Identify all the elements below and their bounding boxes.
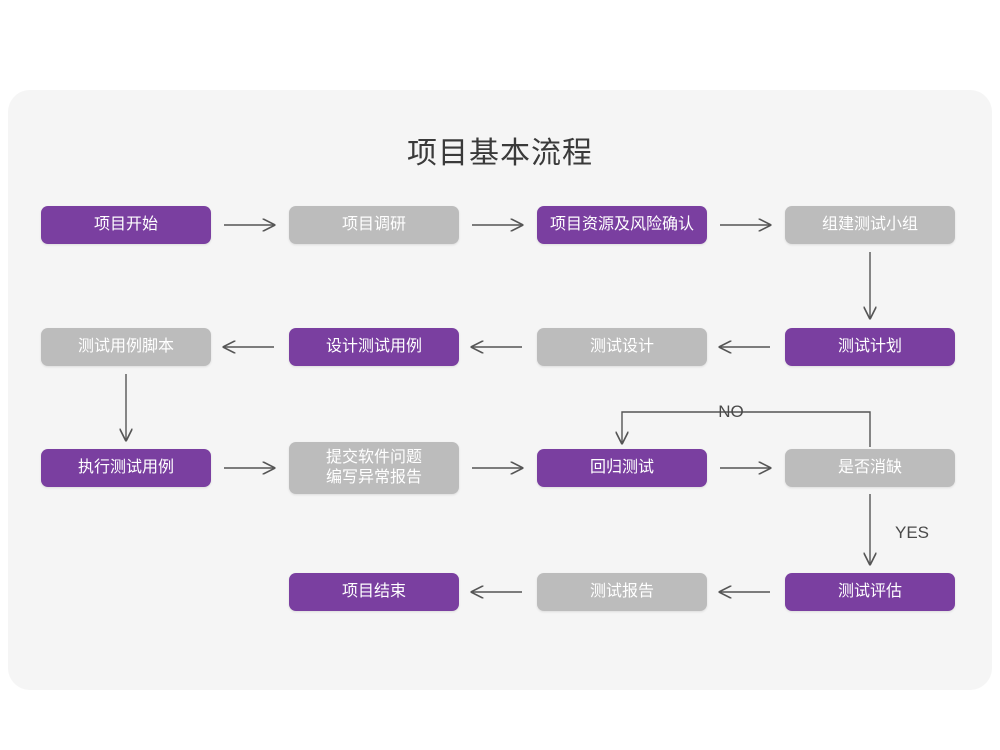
node-label: 测试设计 [589, 338, 654, 355]
node-test-evaluation[interactable]: 测试评估 [785, 573, 955, 611]
node-defect-resolved-decision[interactable]: 是否消缺 [785, 449, 955, 487]
node-label: 回归测试 [589, 459, 654, 476]
node-label: 设计测试用例 [325, 338, 422, 355]
node-label: 执行测试用例 [77, 459, 174, 476]
node-label: 是否消缺 [837, 459, 902, 476]
page-title: 项目基本流程 [407, 137, 593, 170]
node-design-test-cases[interactable]: 设计测试用例 [289, 328, 459, 366]
node-test-case-script[interactable]: 测试用例脚本 [41, 328, 211, 366]
node-label: 测试报告 [589, 583, 654, 600]
edge-label-yes: YES [895, 523, 930, 542]
node-execute-test-cases[interactable]: 执行测试用例 [41, 449, 211, 487]
edge-label-no: NO [718, 402, 744, 421]
node-label: 测试用例脚本 [77, 338, 174, 355]
node-test-design[interactable]: 测试设计 [537, 328, 707, 366]
node-label: 提交软件问题 编写异常报告 [325, 449, 422, 486]
node-label: 测试评估 [837, 583, 902, 600]
node-test-plan[interactable]: 测试计划 [785, 328, 955, 366]
node-regression-test[interactable]: 回归测试 [537, 449, 707, 487]
node-submit-defects-report[interactable]: 提交软件问题 编写异常报告 [289, 442, 459, 494]
node-resource-risk-confirm[interactable]: 项目资源及风险确认 [537, 206, 707, 244]
node-label: 组建测试小组 [821, 216, 918, 233]
node-label: 项目调研 [341, 216, 406, 233]
node-label: 测试计划 [837, 338, 902, 355]
node-project-start[interactable]: 项目开始 [41, 206, 211, 244]
node-label: 项目资源及风险确认 [549, 216, 694, 233]
node-project-end[interactable]: 项目结束 [289, 573, 459, 611]
node-test-report[interactable]: 测试报告 [537, 573, 707, 611]
node-form-test-team[interactable]: 组建测试小组 [785, 206, 955, 244]
node-project-research[interactable]: 项目调研 [289, 206, 459, 244]
node-label: 项目结束 [341, 583, 406, 600]
node-label: 项目开始 [93, 216, 158, 233]
